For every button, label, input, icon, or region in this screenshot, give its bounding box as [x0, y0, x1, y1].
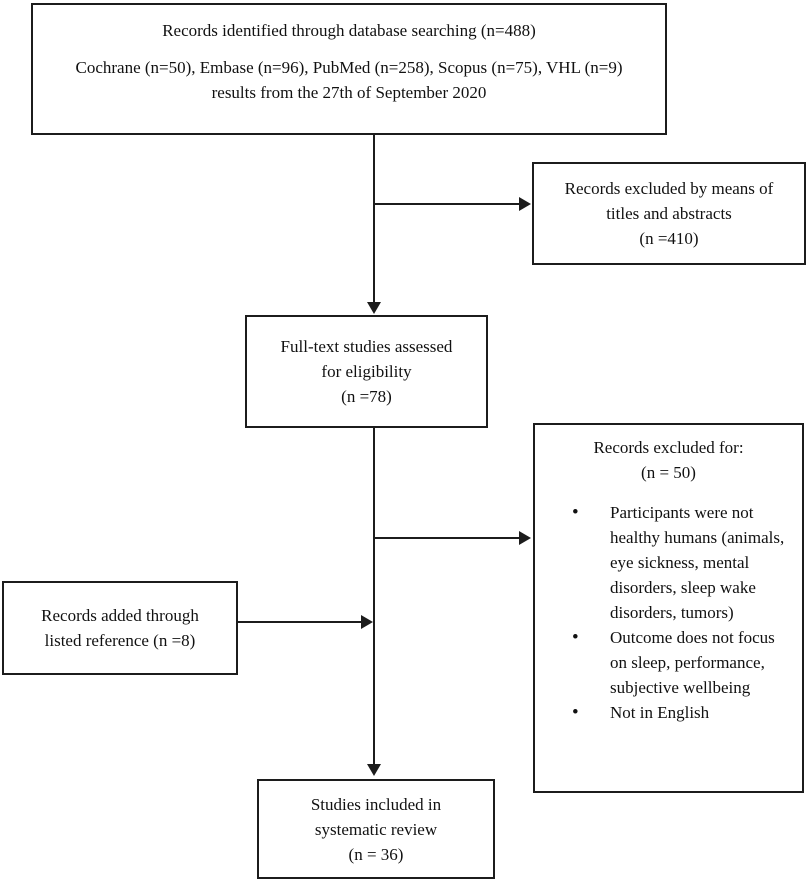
records-identified-sources: Cochrane (n=50), Embase (n=96), PubMed (…	[75, 58, 623, 102]
excluded-reasons-title: Records excluded for:	[593, 438, 744, 457]
excluded-reason-item: Not in English	[572, 700, 796, 725]
excluded-titles-count: (n =410)	[639, 229, 699, 248]
box-records-identified: Records identified through database sear…	[31, 3, 667, 135]
full-text-line: Full-text studies assessed	[280, 337, 453, 356]
excluded-titles-line: titles and abstracts	[606, 204, 732, 223]
records-added-line: Records added through	[41, 606, 199, 625]
arrow-added-to-main-head	[361, 615, 373, 629]
arrow-identified-to-fulltext-line	[373, 135, 375, 303]
box-records-added: Records added through listed reference (…	[2, 581, 238, 675]
box-full-text-assessed: Full-text studies assessed for eligibili…	[245, 315, 488, 428]
studies-included-count: (n = 36)	[348, 844, 404, 864]
studies-included-line: systematic review	[314, 819, 438, 839]
excluded-reasons-list: Participants were not healthy humans (an…	[535, 500, 802, 725]
excluded-reason-item: Participants were not healthy humans (an…	[572, 500, 796, 625]
full-text-count: (n =78)	[341, 387, 392, 406]
arrow-to-excluded-titles-head	[519, 197, 531, 211]
arrow-to-excluded-reasons-line	[374, 537, 520, 539]
records-identified-title: Records identified through database sear…	[162, 21, 536, 40]
box-excluded-full-text: Records excluded for: (n = 50) Participa…	[533, 423, 804, 793]
arrow-fulltext-to-included-head	[367, 764, 381, 776]
arrow-to-excluded-reasons-head	[519, 531, 531, 545]
arrow-identified-to-fulltext-head	[367, 302, 381, 314]
arrow-added-to-main-line	[238, 621, 362, 623]
excluded-titles-line: Records excluded by means of	[564, 179, 774, 198]
excluded-reason-item: Outcome does not focus on sleep, perform…	[572, 625, 796, 700]
arrow-fulltext-to-included-line	[373, 428, 375, 765]
box-studies-included: Studies included in systematic review (n…	[257, 779, 495, 879]
excluded-reasons-count: (n = 50)	[641, 463, 696, 482]
records-added-count: listed reference (n =8)	[44, 631, 196, 650]
studies-included-line: Studies included in	[310, 794, 442, 814]
box-excluded-titles-abstracts: Records excluded by means of titles and …	[532, 162, 806, 265]
full-text-line: for eligibility	[321, 362, 412, 381]
arrow-to-excluded-titles-line	[374, 203, 520, 205]
